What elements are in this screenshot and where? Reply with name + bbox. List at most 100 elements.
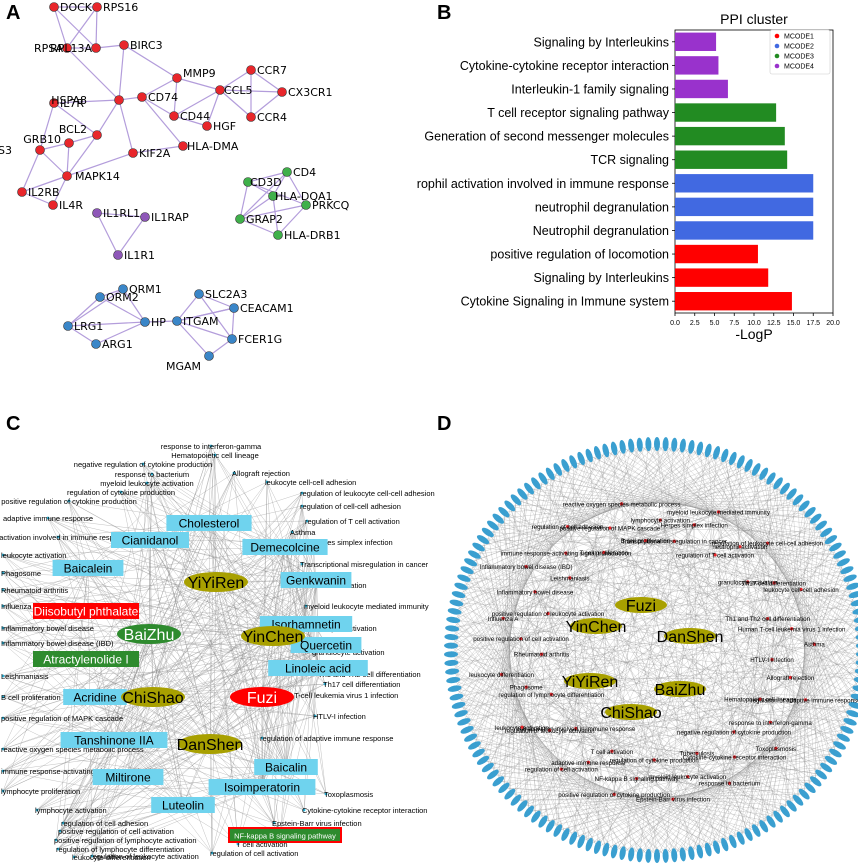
target-node xyxy=(671,437,678,452)
ppi-edge xyxy=(95,321,146,345)
pathway-highlight-label: NF-kappa B signaling pathway xyxy=(234,832,336,841)
herb-node-yinchen xyxy=(241,626,305,646)
legend-label-mcode2: MCODE2 xyxy=(784,44,814,51)
target-node xyxy=(846,582,858,590)
network-edge xyxy=(503,540,646,788)
term-node xyxy=(686,775,690,779)
network-edge xyxy=(549,730,779,817)
target-node xyxy=(449,599,464,607)
term-node xyxy=(1,626,5,630)
network-edge xyxy=(521,586,853,728)
ppi-node-ccr7 xyxy=(246,65,256,75)
ppi-edge xyxy=(250,91,283,118)
network-edge xyxy=(55,696,154,841)
network-edge xyxy=(487,756,735,768)
network-edge xyxy=(814,644,836,754)
term-node xyxy=(1,604,5,608)
target-node xyxy=(780,805,790,818)
ppi-node-il7r xyxy=(49,98,59,108)
target-node xyxy=(815,520,827,531)
target-node xyxy=(460,725,474,734)
network-edge xyxy=(525,461,574,567)
ppi-edge xyxy=(239,218,279,236)
target-node xyxy=(510,794,522,806)
term-node xyxy=(323,682,327,686)
network-edge xyxy=(470,654,542,738)
category-label-6: TCR signaling xyxy=(590,153,669,167)
ppi-node-cd4 xyxy=(282,167,292,177)
ppi-label-cd44: CD44 xyxy=(180,110,210,123)
network-edge xyxy=(648,699,761,856)
category-label-11: Signaling by Interleukins xyxy=(534,271,670,285)
network-edge xyxy=(674,541,816,782)
term-label-16: Herpes simplex infection xyxy=(311,538,393,547)
term-node xyxy=(790,627,794,631)
network-edge xyxy=(605,748,776,850)
target-node xyxy=(569,455,578,469)
ppi-edge xyxy=(247,171,288,183)
network-edge xyxy=(451,654,776,749)
network-edge xyxy=(682,546,741,855)
compound-label-acridine: Acridine xyxy=(73,691,117,705)
term-node xyxy=(265,480,269,484)
term-node xyxy=(549,692,553,696)
network-edge xyxy=(767,618,858,679)
target-node xyxy=(476,755,490,765)
network-edge xyxy=(767,483,779,544)
term-label-13: cell activation involved in immune respo… xyxy=(0,533,130,542)
ppi-node-hla-drb1 xyxy=(273,230,283,240)
network-edge xyxy=(773,583,811,788)
network-edge xyxy=(215,581,239,845)
ppi-edge xyxy=(231,307,235,340)
network-edge xyxy=(522,494,550,731)
network-edge xyxy=(498,518,542,655)
ppi-edge xyxy=(173,89,221,117)
network-edge xyxy=(542,581,748,822)
term-label-29: B cell proliferation xyxy=(1,693,61,702)
target-node xyxy=(820,762,833,773)
network-edge xyxy=(775,748,792,806)
d-term-label-30: regulation of cell activation xyxy=(525,767,598,774)
network-edge xyxy=(503,787,615,795)
network-edge xyxy=(453,527,610,681)
target-node xyxy=(610,441,618,456)
network-edge xyxy=(501,637,858,675)
ppi-label-ccl5: CCL5 xyxy=(224,84,253,97)
network-edge xyxy=(609,527,786,812)
target-node xyxy=(454,582,468,590)
network-edge xyxy=(694,524,858,698)
panel-label-d: D xyxy=(437,413,452,435)
network-edge xyxy=(557,469,661,521)
ppi-label-cx3cr1: CX3CR1 xyxy=(288,86,333,99)
network-d-edges xyxy=(450,443,858,857)
target-node xyxy=(561,459,570,472)
term-node xyxy=(119,490,123,494)
term-node xyxy=(1,747,5,751)
ppi-edge xyxy=(176,307,235,322)
d-term-label-28: T cell activation xyxy=(591,749,634,756)
target-node xyxy=(472,748,485,758)
d-term-label-14: Allograft rejection xyxy=(767,675,815,682)
ppi-node-ccr4 xyxy=(246,112,256,122)
network-edge xyxy=(660,519,858,652)
term-node xyxy=(612,792,616,796)
network-edge xyxy=(502,469,558,619)
d-herb-label-baizhu: BaiZhu xyxy=(655,682,706,699)
network-edge xyxy=(483,539,567,554)
target-node xyxy=(454,710,468,718)
network-edge xyxy=(549,611,858,731)
network-edge xyxy=(466,570,615,795)
term-label-50: regulation of cell activation xyxy=(210,849,298,858)
network-edge xyxy=(714,554,779,817)
target-node xyxy=(751,824,761,837)
term-label-8: leukocyte cell-cell adhesion xyxy=(265,478,356,487)
network-edge xyxy=(567,455,590,527)
ppi-label-ccr4: CCR4 xyxy=(257,111,287,124)
ppi-edge xyxy=(286,171,307,206)
target-node xyxy=(843,574,857,582)
d-herb-label-yiyiren: YiYiRen xyxy=(562,674,619,691)
term-node xyxy=(1,553,5,557)
network-edge xyxy=(456,602,522,639)
ppi-node-lrg1 xyxy=(63,321,73,331)
network-edge xyxy=(458,577,570,706)
